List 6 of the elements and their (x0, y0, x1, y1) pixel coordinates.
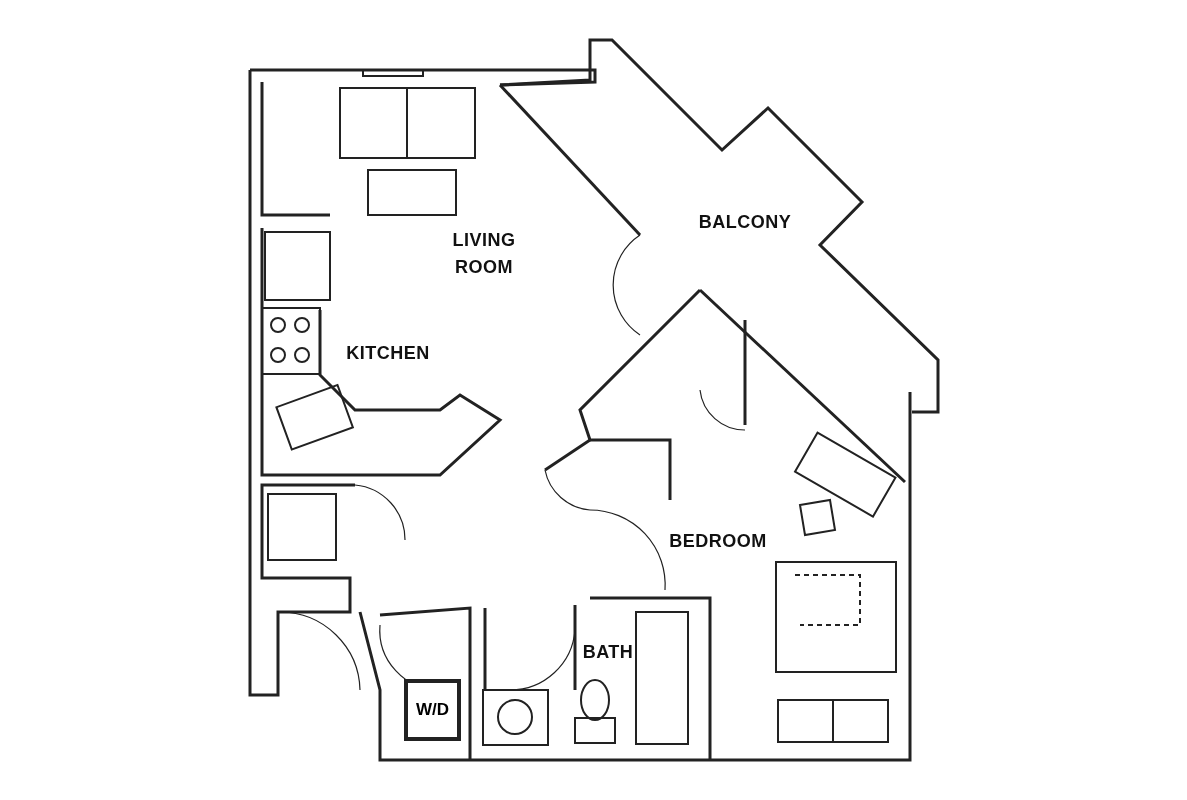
room-label: BALCONY (698, 210, 792, 234)
room-label: LIVING ROOM (451, 229, 517, 279)
room-label: BATH (582, 640, 634, 664)
room-label: BEDROOM (669, 529, 767, 553)
room-label: KITCHEN (346, 341, 430, 365)
appliance-label: W/D (415, 700, 449, 720)
